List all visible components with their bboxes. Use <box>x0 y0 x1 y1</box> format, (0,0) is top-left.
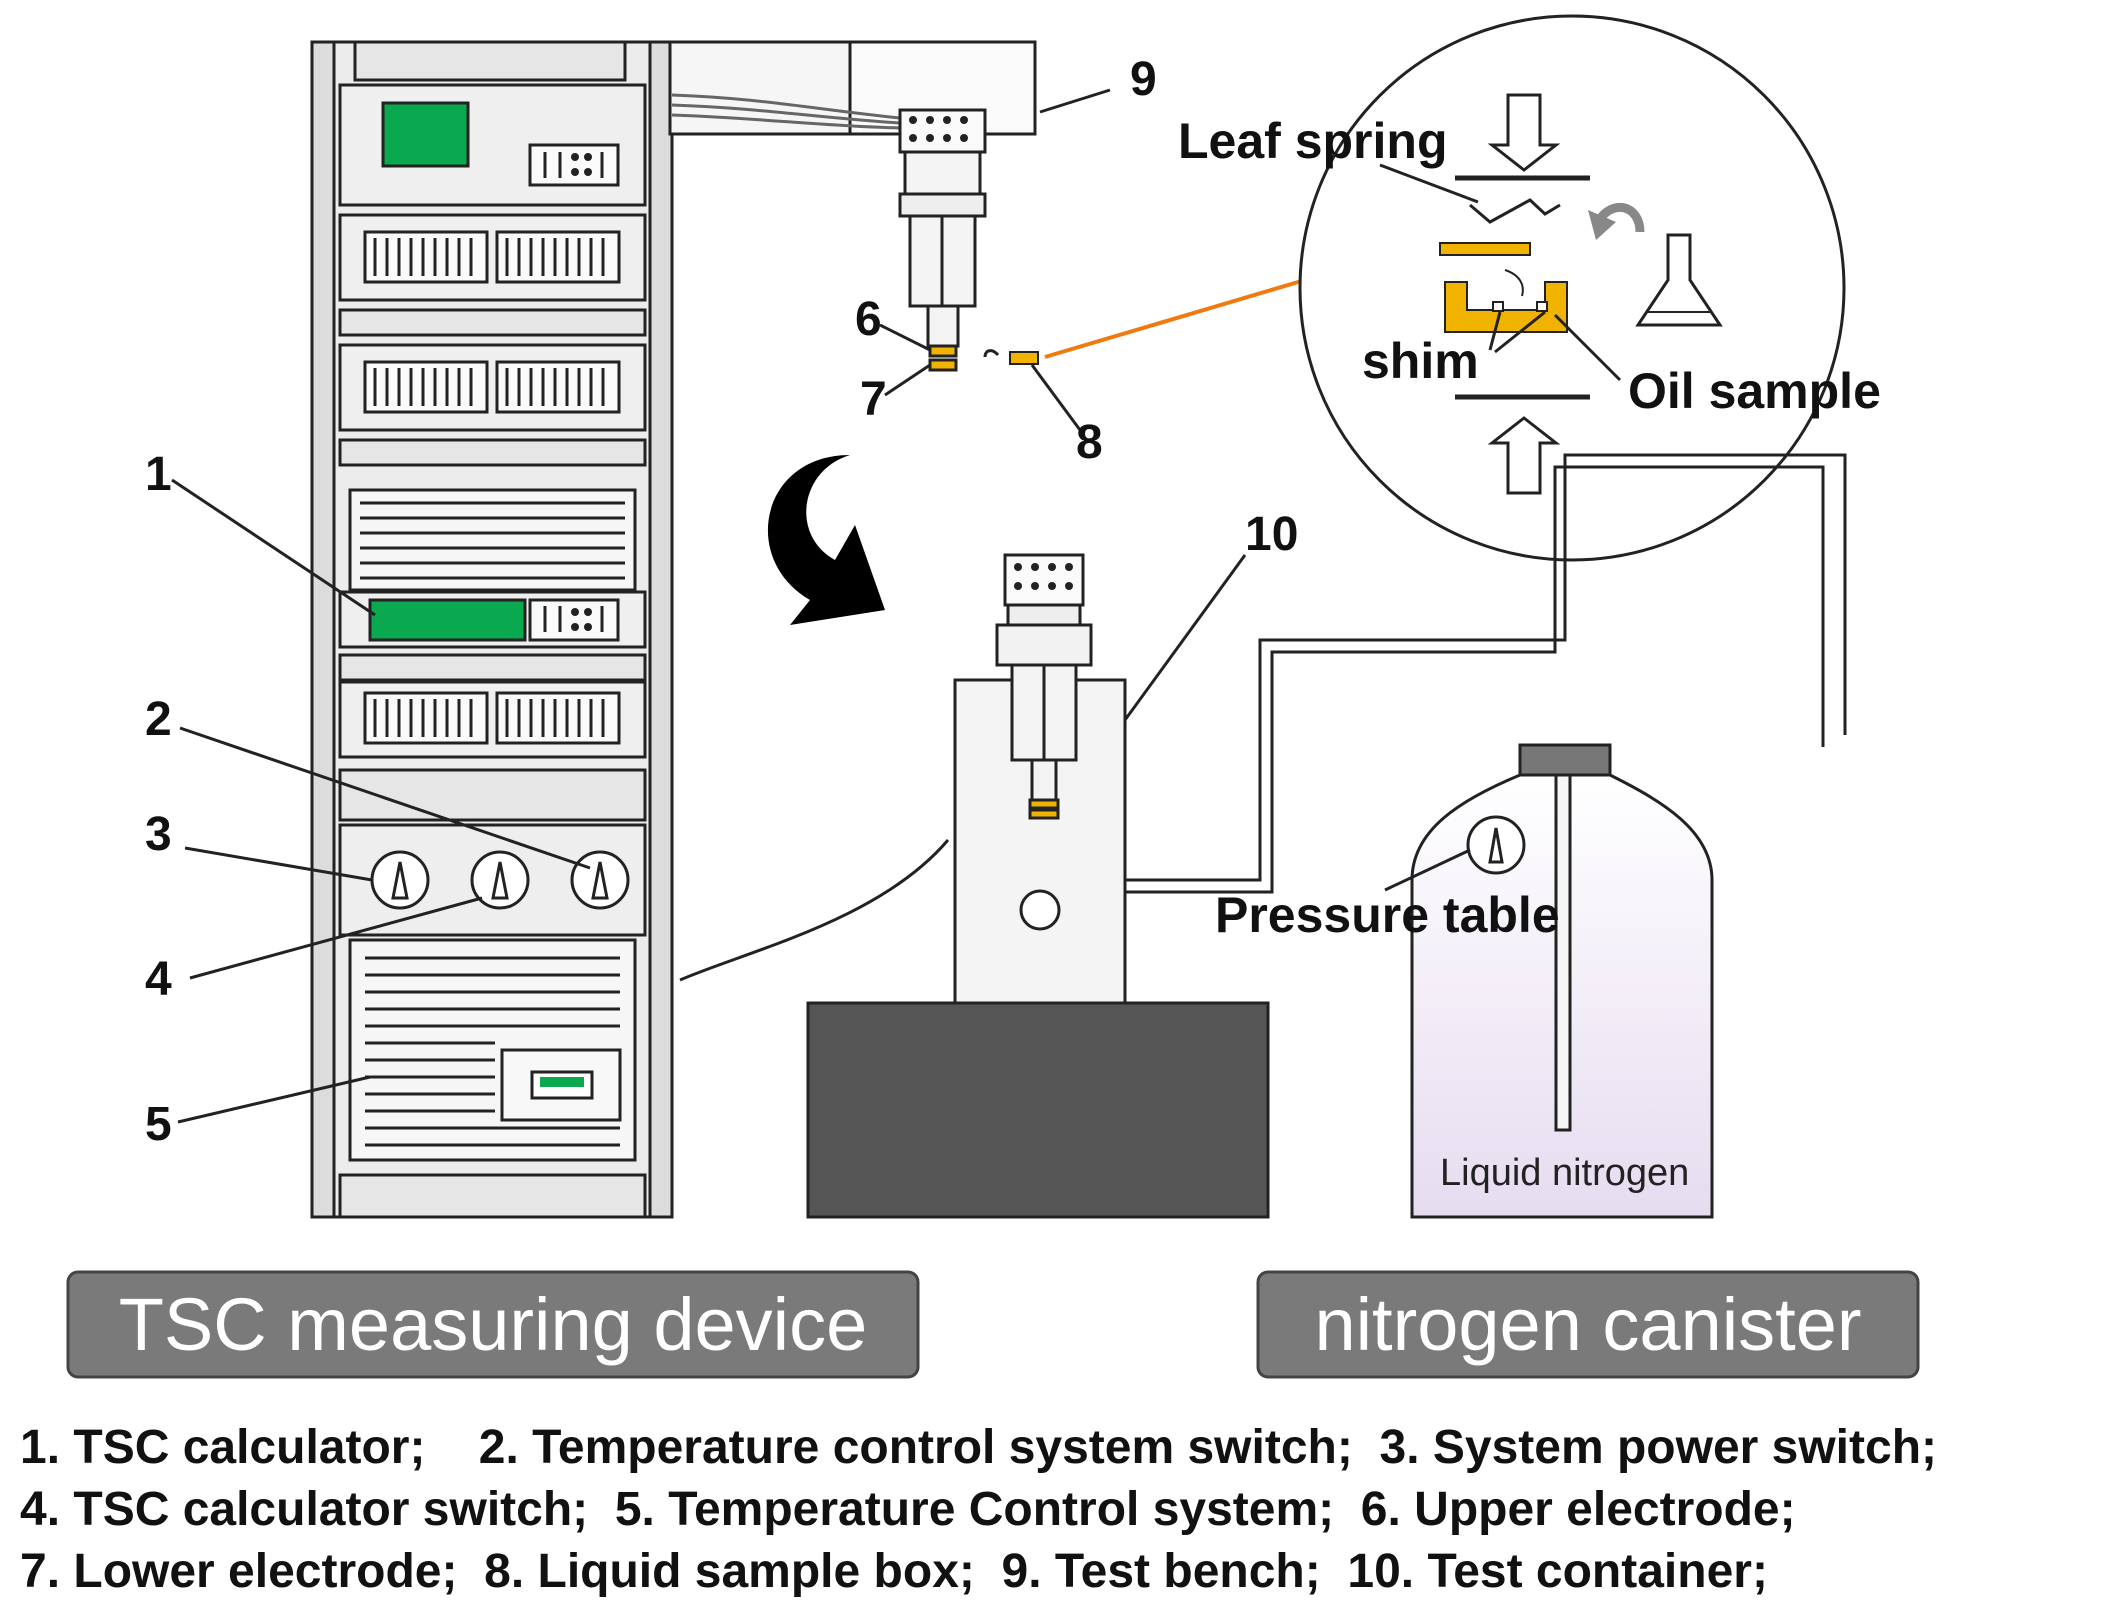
legend-line-3: 7. Lower electrode; 8. Liquid sample box… <box>20 1545 1768 1598</box>
bottle-cap <box>1518 743 1612 777</box>
small-curved-arrow <box>983 349 1000 358</box>
dial-tsc-calculator-switch[interactable] <box>470 850 530 910</box>
callout-oil-sample: Oil sample <box>1628 363 1881 419</box>
shim-left <box>1492 301 1504 312</box>
legend-line-1: 1. TSC calculator; 2. Temperature contro… <box>20 1421 1937 1474</box>
label-2: 2 <box>145 693 172 746</box>
flask-icon <box>1635 233 1723 327</box>
rack-buttons <box>571 153 592 631</box>
nitrogen-bottle <box>1384 743 1714 1219</box>
lower-electrode <box>928 358 958 372</box>
liquid-sample-box <box>1009 351 1039 365</box>
panel-nitrogen-canister: nitrogen canister <box>1256 1270 1920 1379</box>
label-4: 4 <box>145 953 172 1006</box>
pour-arrow <box>1594 202 1645 233</box>
upper-electrode <box>928 344 958 358</box>
label-7: 7 <box>860 373 887 426</box>
signal-cable <box>679 839 950 982</box>
display-screen-top <box>381 101 470 168</box>
label-1: 1 <box>145 448 172 501</box>
transfer-arrow <box>767 455 885 625</box>
panel-nitrogen-label: nitrogen canister <box>1314 1283 1861 1366</box>
pressure-down-arrow <box>1487 93 1561 172</box>
tsc-calculator-display <box>368 598 527 642</box>
callout-leaf-spring: Leaf spring <box>1178 113 1447 169</box>
detail-view <box>1298 14 1846 562</box>
panel-tsc-measuring-device: TSC measuring device <box>66 1270 920 1379</box>
leaf-spring <box>1469 198 1561 224</box>
test-container <box>806 553 1270 1219</box>
detail-leader-line <box>1044 278 1306 359</box>
container-connector-pins <box>1014 563 1073 590</box>
shim-right <box>1536 301 1548 312</box>
dial-temperature-control-switch[interactable] <box>570 850 630 910</box>
pressure-up-arrow <box>1487 416 1561 495</box>
panel-tsc-label: TSC measuring device <box>119 1283 868 1366</box>
legend-line-2: 4. TSC calculator switch; 5. Temperature… <box>20 1483 1796 1536</box>
label-8: 8 <box>1076 416 1103 469</box>
sample-lid <box>1439 242 1531 256</box>
label-5: 5 <box>145 1098 172 1151</box>
label-3: 3 <box>145 808 172 861</box>
callout-pressure-table: Pressure table <box>1215 887 1560 943</box>
dial-system-power[interactable] <box>370 850 430 910</box>
pressure-gauge-icon <box>1466 815 1526 875</box>
callout-shim: shim <box>1362 333 1479 389</box>
number-leaders <box>171 88 1247 1124</box>
dip-tube <box>1554 773 1572 1132</box>
nitrogen-pipe-inner <box>1125 465 1825 894</box>
bench-connector-pins <box>909 116 968 142</box>
test-bench <box>668 40 1037 372</box>
tsc-rack <box>310 40 674 1219</box>
label-10: 10 <box>1245 508 1298 561</box>
callout-liquid-nitrogen: Liquid nitrogen <box>1440 1152 1689 1194</box>
rack-details <box>360 152 625 1147</box>
label-9: 9 <box>1130 53 1157 106</box>
nitrogen-pipe-outer <box>1125 453 1847 882</box>
bench-block <box>806 1001 1270 1219</box>
label-6: 6 <box>855 293 882 346</box>
